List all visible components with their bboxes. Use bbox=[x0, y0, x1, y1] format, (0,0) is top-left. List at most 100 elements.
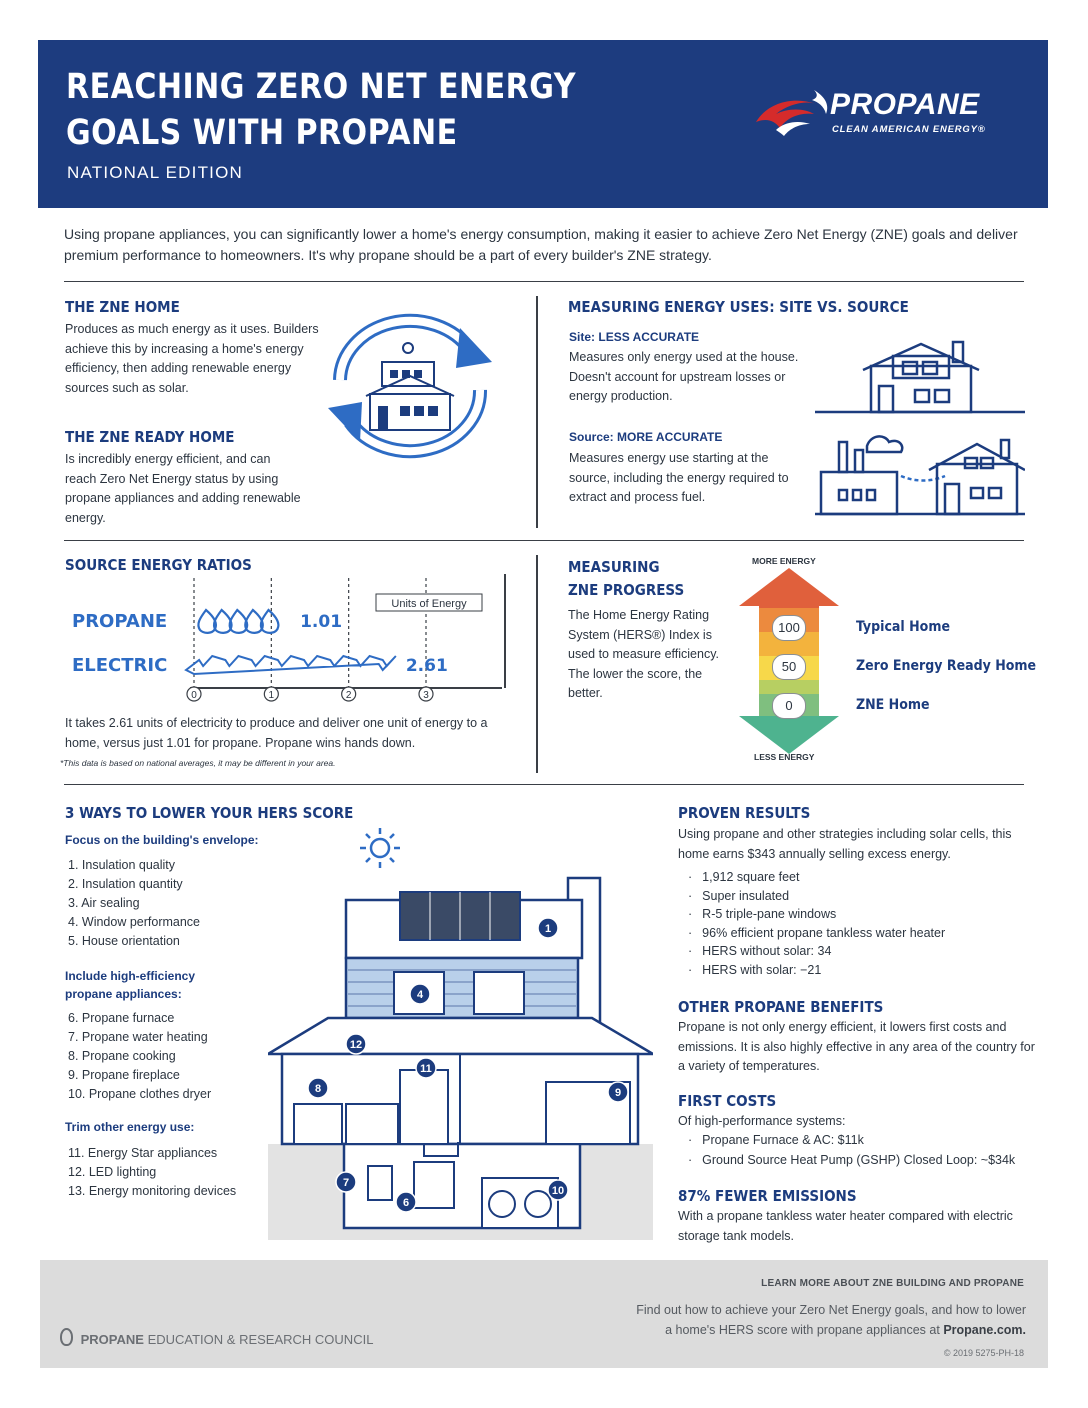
progress-title-line-2: ZNE PROGRESS bbox=[568, 581, 685, 599]
ways-list1-item-text: 4. Window performance bbox=[68, 915, 201, 929]
measuring-uses-title: MEASURING ENERGY USES: SITE VS. SOURCE bbox=[568, 298, 909, 316]
ways-list1-item-text: 1. Insulation quality bbox=[68, 858, 176, 872]
divider-mid1 bbox=[64, 540, 1024, 541]
footer-code: © 2019 5275-PH-18 bbox=[943, 1348, 1024, 1358]
ways-list2-item: 7. Propane water heating bbox=[68, 1028, 211, 1047]
proven-list-item: ·HERS with solar: −21 bbox=[688, 961, 945, 980]
tick-marker bbox=[418, 686, 434, 702]
hers-score-badge: 50 bbox=[772, 654, 806, 680]
ways-list1-item: 4. Window performance bbox=[68, 913, 200, 932]
footer-link[interactable]: Propane.com. bbox=[943, 1323, 1026, 1337]
ways-list1-item-text: 2. Insulation quantity bbox=[68, 877, 183, 891]
bullet-dot: · bbox=[688, 944, 693, 959]
callout-badge-number: 6 bbox=[403, 1197, 409, 1209]
proven-list-item-text: R-5 triple-pane windows bbox=[702, 907, 837, 922]
hers-level-label: ZNE Home bbox=[856, 697, 930, 713]
ways-list1-item: 2. Insulation quantity bbox=[68, 875, 200, 894]
flame-mark bbox=[228, 608, 249, 634]
bullet-dot: · bbox=[688, 925, 693, 940]
callout-badge bbox=[345, 1033, 367, 1055]
bullet-dot: · bbox=[688, 907, 693, 922]
less-energy-label: LESS ENERGY bbox=[754, 752, 815, 762]
proven-list: ·1,912 square feet·Super insulated·R-5 t… bbox=[688, 868, 945, 980]
site-text: Measures only energy used at the house. … bbox=[569, 350, 799, 403]
ways-group2-line1: Include high-efficiency bbox=[65, 969, 196, 983]
bullet-dot: · bbox=[688, 1153, 693, 1167]
callout-badge bbox=[335, 1171, 357, 1193]
logo-tagline: CLEAN AMERICAN ENERGY® bbox=[832, 124, 986, 135]
ways-list2-item: 10. Propane clothes dryer bbox=[68, 1085, 211, 1104]
footer-panel: PROPANE EDUCATION & RESEARCH COUNCIL LEA… bbox=[40, 1260, 1048, 1368]
hers-score-badge: 100 bbox=[772, 615, 806, 641]
tick-label: 2 bbox=[346, 690, 352, 701]
ways-list2: 6. Propane furnace 7. Propane water heati… bbox=[68, 1009, 211, 1104]
ways-list3-item: 12. LED lighting bbox=[68, 1163, 236, 1182]
proven-list-item-text: HERS without solar: 34 bbox=[702, 944, 832, 959]
progress-text: The Home Energy Rating System (HERS®) In… bbox=[568, 608, 720, 700]
callout-badge-number: 10 bbox=[552, 1185, 564, 1197]
callout-badge-number: 7 bbox=[343, 1177, 349, 1189]
callout-badge-number: 11 bbox=[420, 1063, 432, 1075]
first-costs-intro: Of high-performance systems: bbox=[678, 1114, 846, 1128]
callout-badge bbox=[395, 1191, 417, 1213]
edition-label: NATIONAL EDITION bbox=[67, 163, 243, 182]
header-banner: REACHING ZERO NET ENERGY GOALS WITH PROP… bbox=[38, 40, 1048, 208]
flame-mark bbox=[244, 608, 264, 634]
ways-list1-item: 3. Air sealing bbox=[68, 894, 200, 913]
proven-list-item-text: 96% efficient propane tankless water hea… bbox=[702, 925, 946, 940]
hers-level-label: Typical Home bbox=[856, 619, 950, 635]
ways-list2-item: 8. Propane cooking bbox=[68, 1047, 211, 1066]
ways-list1-item: 5. House orientation bbox=[68, 932, 200, 951]
page-title: REACHING ZERO NET ENERGY GOALS WITH PROP… bbox=[66, 64, 576, 156]
ways-group3: Trim other energy use: bbox=[65, 1120, 195, 1134]
footer-learn: LEARN MORE ABOUT ZNE BUILDING AND PROPAN… bbox=[761, 1278, 1024, 1289]
ways-group1: Focus on the building's envelope: bbox=[65, 833, 259, 847]
category-propane: PROPANE bbox=[72, 611, 167, 632]
bar-electric bbox=[184, 654, 397, 676]
tick-marker bbox=[341, 686, 357, 702]
callout-badge bbox=[307, 1077, 329, 1099]
footer-org-bold: PROPANE bbox=[80, 1332, 144, 1347]
ways-list3-item: 11. Energy Star appliances bbox=[68, 1144, 236, 1163]
ways-list2-item-text: 10. Propane clothes dryer bbox=[68, 1087, 212, 1101]
tick-label: 1 bbox=[269, 690, 275, 701]
ratios-footnote: *This data is based on national averages… bbox=[60, 758, 336, 768]
proven-list-item: · 96% efficient propane tankless water he… bbox=[688, 924, 945, 943]
divider-top bbox=[64, 281, 1024, 282]
ways-list2-item: 6. Propane furnace bbox=[68, 1009, 211, 1028]
flame-mark bbox=[212, 608, 233, 634]
zne-ready-text: Is incredibly energy efficient, and can … bbox=[65, 452, 301, 525]
proven-list-item: ·1,912 square feet bbox=[688, 868, 945, 887]
legend-box bbox=[375, 593, 483, 612]
progress-title-line-1: MEASURING bbox=[568, 558, 660, 576]
divider-mid2 bbox=[64, 784, 1024, 785]
first-costs-list-item: · Ground Source Heat Pump (GSHP) Closed L… bbox=[688, 1150, 1015, 1170]
logo-word: PROPANE bbox=[830, 88, 980, 121]
callout-badge bbox=[415, 1057, 437, 1079]
flame-flag-icon bbox=[756, 90, 828, 136]
ways-list2-item-text: 6. Propane furnace bbox=[68, 1011, 175, 1025]
electric-bolt-mark bbox=[184, 654, 397, 676]
callout-badge-number: 8 bbox=[315, 1083, 321, 1095]
callout-badge bbox=[547, 1179, 569, 1201]
source-text: Measures energy use starting at the sour… bbox=[569, 451, 789, 504]
ratios-text: It takes 2.61 units of electricity to pr… bbox=[65, 716, 488, 750]
source-label: Source: bbox=[569, 430, 614, 444]
tick-label: 3 bbox=[423, 690, 429, 701]
footer-line1: Find out how to achieve your Zero Net En… bbox=[636, 1303, 1026, 1317]
hers-score-badge: 0 bbox=[772, 693, 806, 719]
ways-list2-item: 9. Propane fireplace bbox=[68, 1066, 211, 1085]
bullet-dot: · bbox=[688, 888, 693, 903]
zne-cycle-icon bbox=[328, 313, 492, 459]
hers-level-label: Zero Energy Ready Home bbox=[856, 658, 1037, 674]
ratios-title: SOURCE ENERGY RATIOS bbox=[65, 556, 252, 574]
bullet-dot: · bbox=[688, 870, 693, 884]
footer-line2: a home's HERS score with propane applian… bbox=[665, 1323, 940, 1337]
first-costs-list-item-text: Ground Source Heat Pump (GSHP) Closed Lo… bbox=[702, 1153, 1016, 1167]
ratio-chart: Units of Energy PROPANE ELECTRIC 1.01 2.… bbox=[72, 574, 506, 702]
sun-icon bbox=[360, 828, 400, 868]
callout-badge bbox=[409, 983, 431, 1005]
